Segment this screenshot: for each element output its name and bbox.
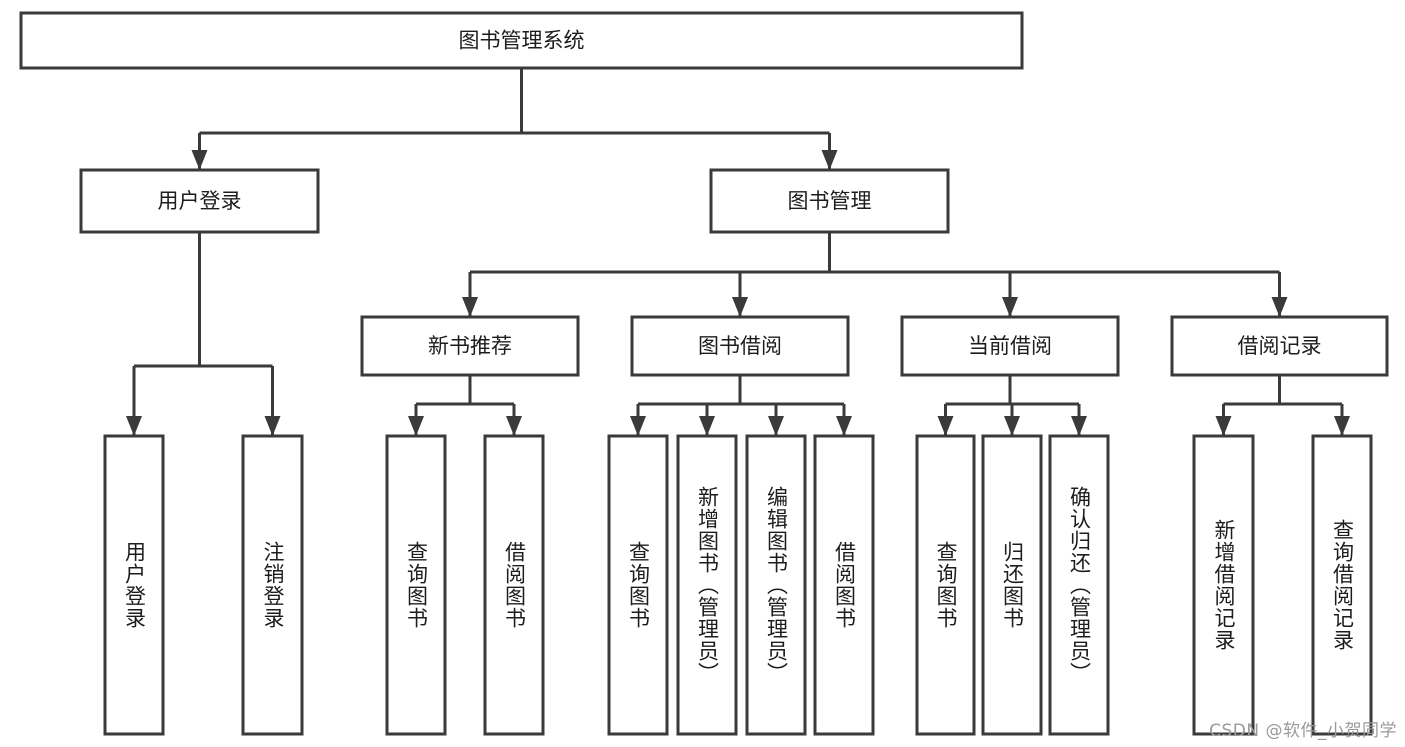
node-box-borrow-records: [1170, 315, 1389, 377]
arrow-head-icon: [1071, 416, 1087, 436]
node-label-new-book-rec: 新书推荐: [428, 334, 512, 358]
node-leaf-borrow-book-2[interactable]: [813, 434, 875, 736]
arrow-head-icon: [264, 416, 281, 436]
node-leaf-user-login[interactable]: [103, 434, 165, 736]
node-box-leaf-query-book-3: [915, 434, 976, 736]
arrow-head-icon: [1334, 416, 1350, 436]
node-user-login[interactable]: 用户登录: [79, 168, 320, 234]
node-box-current-borrow: [900, 315, 1120, 377]
arrow-head-icon: [937, 416, 954, 436]
node-book-manage[interactable]: 图书管理: [709, 168, 950, 234]
node-leaf-add-book[interactable]: [676, 434, 738, 736]
arrow-head-icon: [630, 416, 646, 436]
arrow-head-icon: [699, 416, 715, 436]
node-box-leaf-add-record: [1192, 434, 1255, 736]
node-box-leaf-return-book: [981, 434, 1043, 736]
arrow-head-icon: [836, 416, 852, 436]
node-leaf-borrow-book-1[interactable]: [483, 434, 545, 736]
connector-group-new-book-rec: [408, 375, 522, 436]
arrow-head-icon: [191, 150, 208, 170]
node-box-book-borrow: [630, 315, 850, 377]
node-label-book-borrow: 图书借阅: [698, 334, 782, 358]
node-root[interactable]: 图书管理系统: [19, 11, 1024, 70]
arrow-head-icon: [1002, 297, 1018, 317]
node-box-user-login: [79, 168, 320, 234]
arrow-head-icon: [506, 416, 522, 436]
node-borrow-records[interactable]: 借阅记录: [1170, 315, 1389, 377]
node-box-leaf-edit-book: [745, 434, 807, 736]
node-box-leaf-confirm-return: [1048, 434, 1110, 736]
node-current-borrow[interactable]: 当前借阅: [900, 315, 1120, 377]
connector-group-current-borrow: [937, 375, 1087, 436]
connector-group-book-manage: [462, 232, 1288, 317]
node-leaf-user-logout[interactable]: [241, 434, 304, 736]
node-box-book-manage: [709, 168, 950, 234]
node-box-leaf-borrow-book-1: [483, 434, 545, 736]
node-book-borrow[interactable]: 图书借阅: [630, 315, 850, 377]
watermark-text: CSDN @软件_小贺同学: [1209, 721, 1397, 741]
node-box-leaf-query-book-1: [385, 434, 447, 736]
node-leaf-edit-book[interactable]: [745, 434, 807, 736]
arrow-head-icon: [462, 297, 478, 317]
arrow-head-icon: [126, 416, 142, 436]
node-box-leaf-add-book: [676, 434, 738, 736]
arrow-head-icon: [1215, 416, 1232, 436]
arrow-head-icon: [1271, 297, 1288, 317]
arrow-head-icon: [768, 416, 784, 436]
connector-group-root: [191, 68, 838, 170]
node-box-new-book-rec: [360, 315, 580, 377]
node-label-borrow-records: 借阅记录: [1238, 334, 1322, 358]
node-box-leaf-borrow-book-2: [813, 434, 875, 736]
node-leaf-query-book-1[interactable]: [385, 434, 447, 736]
connector-group-borrow-records: [1215, 375, 1350, 436]
connector-group-book-borrow: [630, 375, 852, 436]
node-box-leaf-query-book-2: [607, 434, 669, 736]
node-label-current-borrow: 当前借阅: [968, 334, 1052, 358]
node-leaf-add-record[interactable]: [1192, 434, 1255, 736]
node-label-root: 图书管理系统: [459, 29, 585, 53]
connector-group-user-login: [126, 232, 281, 436]
arrow-head-icon: [732, 297, 748, 317]
node-leaf-return-book[interactable]: [981, 434, 1043, 736]
arrow-head-icon: [408, 416, 424, 436]
node-leaf-confirm-return[interactable]: [1048, 434, 1110, 736]
node-new-book-rec[interactable]: 新书推荐: [360, 315, 580, 377]
node-leaf-query-book-2[interactable]: [607, 434, 669, 736]
arrow-head-icon: [821, 150, 838, 170]
node-leaf-query-record[interactable]: [1311, 434, 1373, 736]
node-label-user-login: 用户登录: [158, 189, 242, 213]
node-leaf-query-book-3[interactable]: [915, 434, 976, 736]
arrow-head-icon: [1004, 416, 1020, 436]
node-box-leaf-user-logout: [241, 434, 304, 736]
node-box-leaf-user-login: [103, 434, 165, 736]
node-box-root: [19, 11, 1024, 70]
node-box-leaf-query-record: [1311, 434, 1373, 736]
node-label-book-manage: 图书管理: [788, 189, 872, 213]
